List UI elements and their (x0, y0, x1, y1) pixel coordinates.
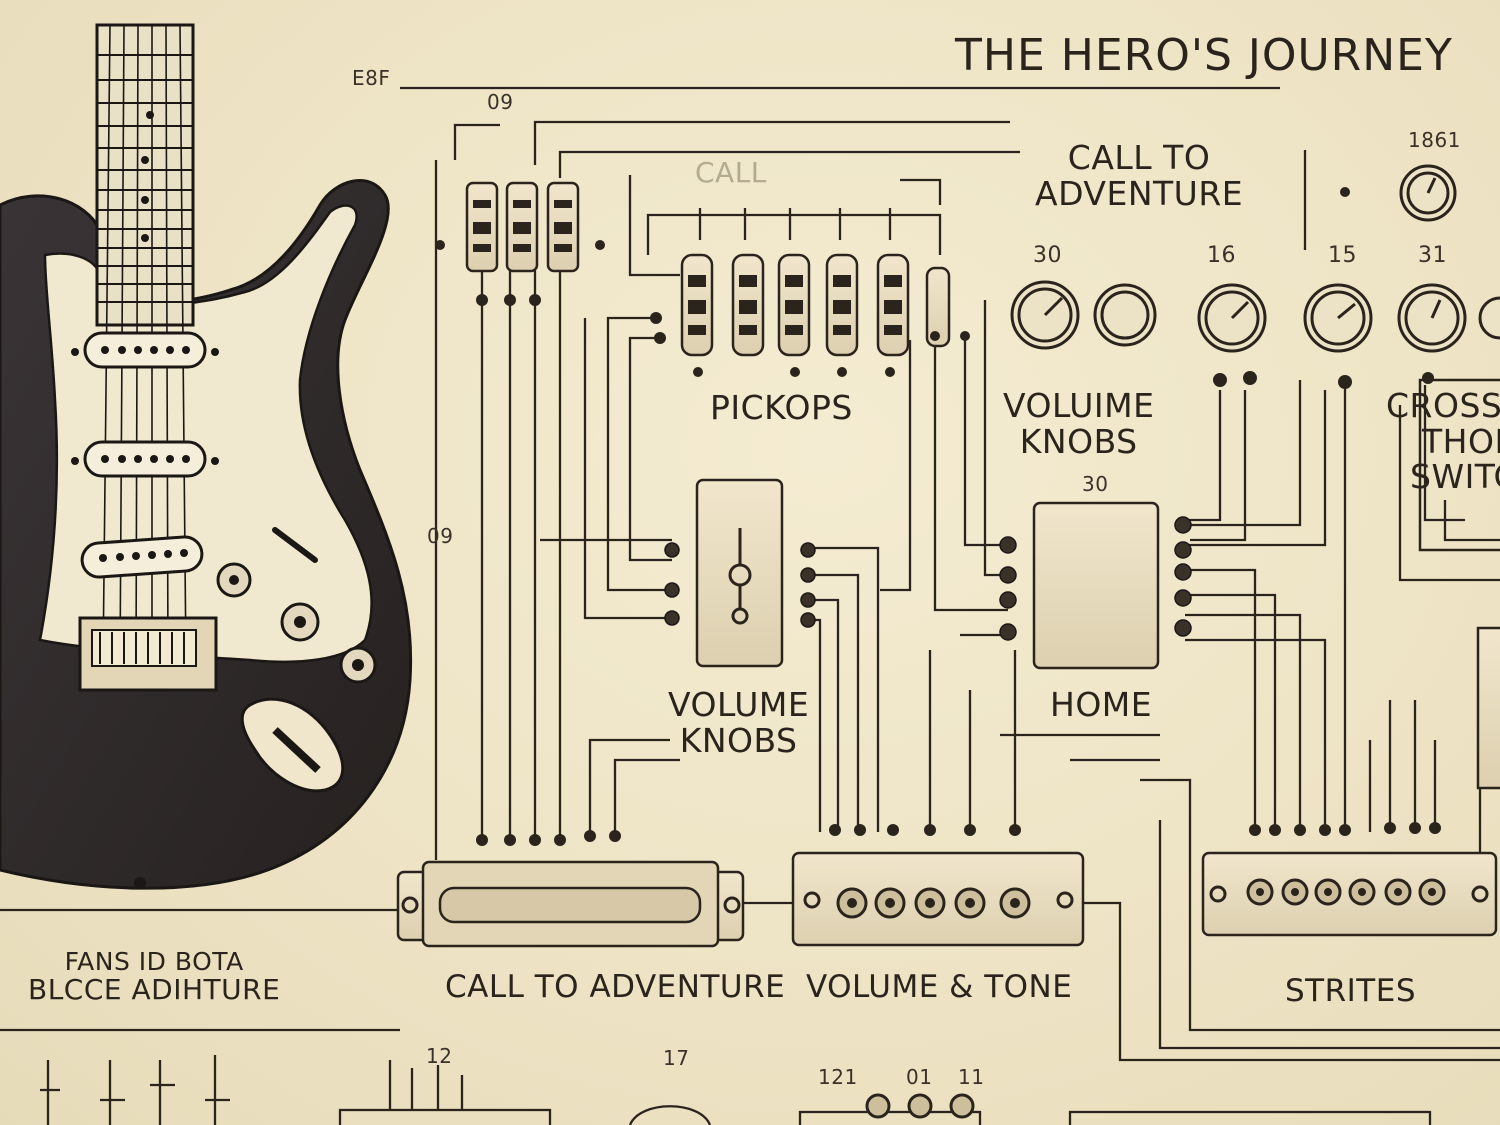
code-label: 16 (1207, 243, 1236, 268)
guitar-pickups (80, 331, 207, 579)
label-line: CROSS (1386, 386, 1500, 425)
code-label: 31 (1418, 243, 1447, 268)
code-label: 17 (663, 1046, 690, 1070)
guitar-frets (97, 54, 193, 303)
label-line: SWITC (1410, 457, 1500, 497)
label-bottom-call-to-adventure: CALL TO ADVENTURE (445, 969, 786, 1005)
diagram-title: THE HERO'S JOURNEY (955, 30, 1453, 81)
code-label: 11 (958, 1065, 985, 1089)
label-bottom-strites: STRITES (1285, 973, 1416, 1009)
label-line: FANS ID BOTA (64, 947, 244, 976)
code-label: 09 (427, 524, 454, 548)
code-label: 01 (906, 1065, 933, 1089)
wires (0, 86, 1500, 1125)
code-label: 30 (1033, 243, 1062, 268)
label-left-bottom: FANS ID BOTA BLCCE ADIHTURE (28, 948, 280, 1005)
label-bottom-volume-tone: VOLUME & TONE (806, 969, 1073, 1005)
code-label: 15 (1328, 243, 1357, 268)
label-volume-knobs-mid: VOLUME KNOBS (668, 687, 809, 758)
label-home: HOME (1050, 685, 1153, 724)
code-label: 121 (818, 1065, 858, 1089)
code-label: 30 (1082, 472, 1109, 496)
label-call-faint: CALL (695, 156, 767, 189)
code-label: 12 (426, 1044, 453, 1068)
label-line: VOLUME (668, 685, 810, 724)
label-line: VOLUIME (1003, 386, 1155, 425)
label-line: KNOBS (679, 720, 798, 760)
guitar-illustration (0, 23, 413, 890)
bottom-volume-tone-strip (791, 824, 1085, 947)
label-call-to-adventure-top: CALL TO ADVENTURE (1035, 140, 1243, 211)
label-line: BLCCE ADIHTURE (28, 973, 281, 1006)
label-line: THON (1422, 421, 1500, 461)
code-label: 1861 (1408, 128, 1461, 152)
mid-switch (664, 478, 816, 668)
bottom-call-strip (396, 830, 745, 948)
guitar-neck (95, 23, 195, 327)
home-box (999, 501, 1192, 670)
label-line: CALL TO (1067, 138, 1211, 177)
label-volume-knobs-top: VOLUIME KNOBS (1003, 388, 1154, 459)
code-label: E8F (352, 66, 391, 90)
label-line: KNOBS (1019, 421, 1138, 461)
top-resistors (435, 181, 605, 306)
code-label: 09 (487, 90, 514, 114)
label-line: ADVENTURE (1035, 173, 1244, 213)
label-pickups: PICKOPS (710, 388, 853, 427)
bottom-strites-strip (1201, 822, 1498, 937)
label-cross-switch: CROSS THON SWITC (1386, 388, 1500, 495)
pickup-tubes (650, 253, 970, 377)
